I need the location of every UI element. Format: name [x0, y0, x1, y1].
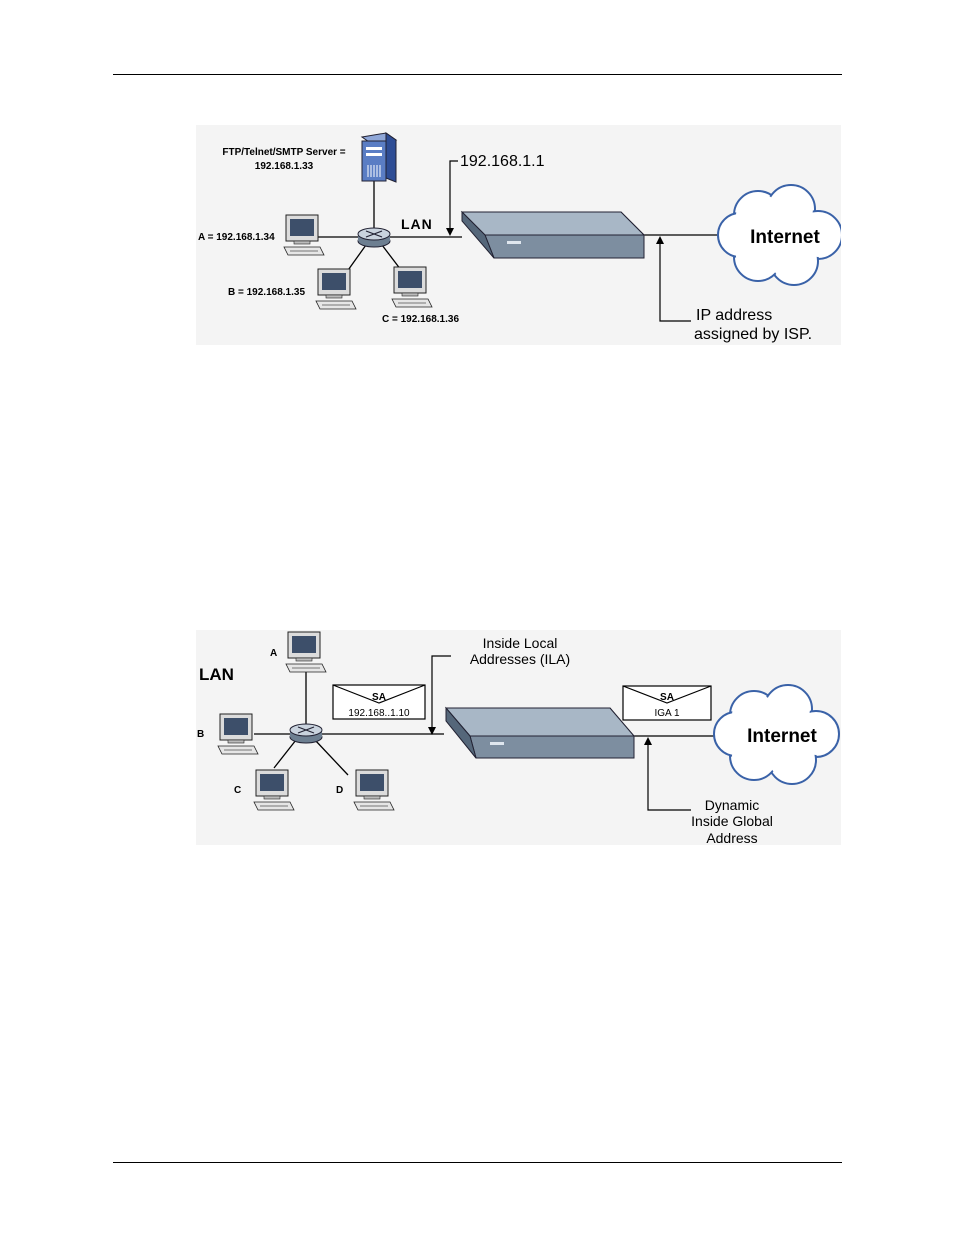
server-icon — [362, 133, 396, 182]
computer-a-icon — [284, 215, 324, 255]
lan-label: LAN — [401, 216, 433, 232]
router-ip-label: 192.168.1.1 — [460, 153, 545, 170]
router-device-icon — [462, 212, 644, 258]
figure-nat-single-ip: FTP/Telnet/SMTP Server = 192.168.1.33 A … — [196, 125, 841, 345]
host-a-label: A = 192.168.1.34 — [198, 232, 275, 243]
computer-c-icon — [254, 770, 294, 810]
header-rule — [113, 74, 842, 75]
packet-ila-address: 192.168..1.10 — [348, 708, 410, 719]
iga-label-line2: Inside Global — [691, 813, 773, 829]
packet-iga-sa-label: SA — [660, 692, 674, 703]
internet-label: Internet — [747, 726, 817, 747]
wan-note-line2: assigned by ISP. — [694, 326, 812, 343]
router-device-icon — [446, 708, 634, 758]
host-a-label: A — [270, 648, 277, 659]
computer-d-icon — [354, 770, 394, 810]
packet-iga-address: IGA 1 — [654, 708, 679, 719]
iga-label-line3: Address — [706, 830, 757, 845]
server-ip-label: 192.168.1.33 — [255, 161, 314, 172]
computer-b-icon — [316, 269, 356, 309]
iga-label-line1: Dynamic — [705, 797, 759, 813]
ila-label-line1: Inside Local — [483, 635, 558, 651]
figure-nat-ila-iga: LAN A B C D — [196, 630, 841, 845]
ila-label-line2: Addresses (ILA) — [470, 651, 570, 667]
host-b-label: B — [197, 729, 204, 740]
switch-icon — [358, 228, 390, 247]
computer-b-icon — [218, 714, 258, 754]
packet-ila-sa-label: SA — [372, 692, 386, 703]
computer-a-icon — [286, 632, 326, 672]
host-d-label: D — [336, 785, 343, 796]
wan-note-line1: IP address — [696, 307, 772, 324]
host-c-label: C — [234, 785, 241, 796]
host-c-label: C = 192.168.1.36 — [382, 314, 459, 325]
internet-label: Internet — [750, 227, 820, 248]
lan-label: LAN — [199, 665, 234, 684]
host-b-label: B = 192.168.1.35 — [228, 287, 305, 298]
computer-c-icon — [392, 267, 432, 307]
server-label: FTP/Telnet/SMTP Server = — [222, 147, 345, 158]
footer-rule — [113, 1162, 842, 1163]
switch-icon — [290, 724, 322, 743]
